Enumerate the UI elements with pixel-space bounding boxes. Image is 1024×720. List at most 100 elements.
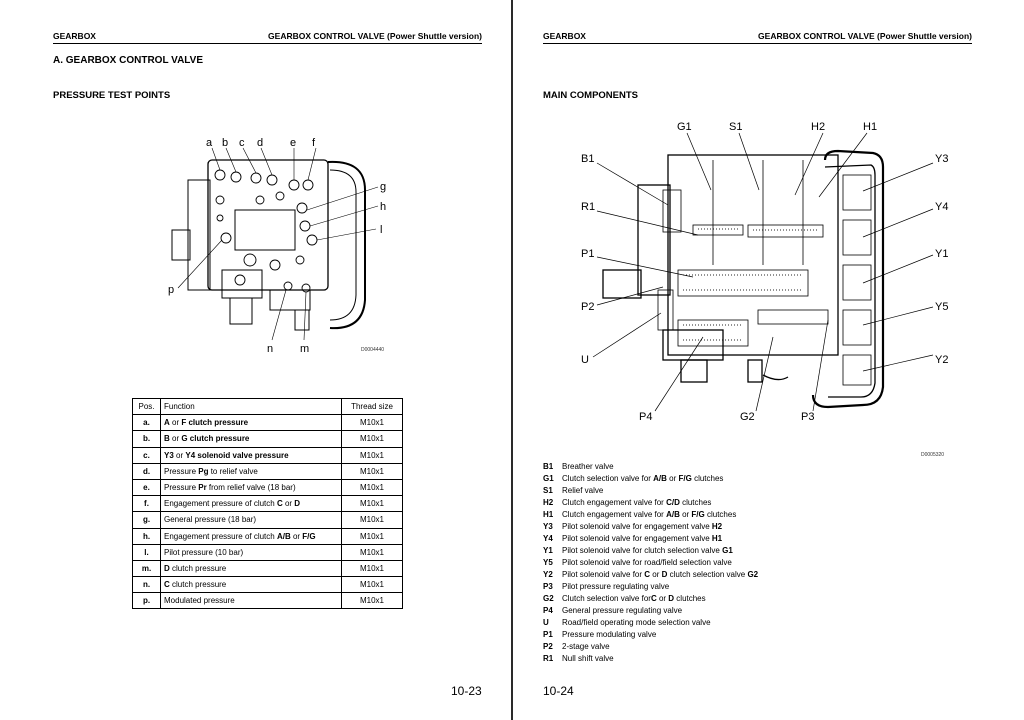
- text-run: Clutch selection valve for: [562, 594, 651, 603]
- text-run: Pg: [198, 466, 209, 476]
- text-run: Pilot solenoid valve for road/field sele…: [562, 558, 732, 567]
- figure-label: g: [380, 181, 386, 193]
- cell-pos: g.: [132, 511, 161, 529]
- figure-label: l: [380, 224, 382, 236]
- cell-function: D clutch pressure: [160, 559, 342, 578]
- cell-thread: M10x1: [341, 527, 403, 545]
- section-title: A. GEARBOX CONTROL VALVE: [53, 55, 204, 66]
- text-run: Pilot pressure regulating valve: [562, 582, 670, 591]
- cell-pos: m.: [132, 559, 161, 578]
- figure-label: Y4: [935, 201, 948, 213]
- cell-function: General pressure (18 bar): [160, 511, 342, 529]
- component-code: P3: [543, 582, 553, 591]
- component-description: General pressure regulating valve: [562, 605, 682, 617]
- text-run: General pressure (18 bar): [164, 515, 257, 525]
- component-description: Pilot solenoid valve for clutch selectio…: [562, 545, 733, 557]
- text-run: or: [656, 594, 669, 603]
- figure-label: d: [257, 137, 263, 149]
- text-run: Pr: [198, 483, 207, 493]
- figure-label: H1: [863, 121, 877, 133]
- figure-code: D0005320: [921, 452, 945, 458]
- text-run: A/B: [653, 474, 667, 483]
- text-run: Pilot solenoid valve for engagement valv…: [562, 534, 712, 543]
- header-rule: [53, 43, 482, 44]
- figure-label: S1: [729, 121, 742, 133]
- component-code: Y4: [543, 534, 553, 543]
- text-run: C: [644, 570, 651, 579]
- table-row: l.Pilot pressure (10 bar)M10x1: [132, 543, 403, 561]
- cell-pos: c.: [132, 446, 161, 464]
- text-run: Engagement pressure of clutch: [164, 499, 277, 509]
- figure-label: P4: [639, 411, 652, 423]
- column-header-function: Function: [160, 397, 342, 416]
- component-description: Clutch selection valve for A/B or F/G cl…: [562, 473, 723, 485]
- figure-label: B1: [581, 153, 594, 165]
- text-run: Pressure: [164, 466, 199, 476]
- text-run: F/G: [302, 531, 316, 541]
- cell-pos: p.: [132, 592, 161, 610]
- header-rule: [543, 43, 972, 44]
- text-run: or: [169, 434, 182, 444]
- cell-thread: M10x1: [341, 592, 403, 610]
- component-code: Y3: [543, 522, 553, 531]
- running-header-left: GEARBOX: [543, 31, 586, 41]
- text-run: or: [173, 450, 186, 460]
- component-description: Clutch selection valve forC or D clutche…: [562, 593, 706, 605]
- text-run: Modulated pressure: [164, 596, 235, 606]
- text-run: or: [282, 499, 295, 509]
- text-run: or: [679, 510, 692, 519]
- component-code: U: [543, 618, 549, 627]
- figure-label: G2: [740, 411, 755, 423]
- text-run: or: [290, 531, 303, 541]
- component-description: Clutch engagement valve for A/B or F/G c…: [562, 509, 736, 521]
- text-run: Pilot solenoid valve for: [562, 570, 645, 579]
- cell-thread: M10x1: [341, 543, 403, 561]
- figure-label: R1: [581, 201, 595, 213]
- component-description: Pilot solenoid valve for road/field sele…: [562, 557, 732, 569]
- text-run: clutches: [679, 498, 712, 507]
- figure-label: e: [290, 137, 296, 149]
- left-page: GEARBOX GEARBOX CONTROL VALVE (Power Shu…: [53, 31, 482, 698]
- component-description: Pilot solenoid valve for C or D clutch s…: [562, 569, 758, 581]
- cell-thread: M10x1: [341, 414, 403, 432]
- figure-label: Y5: [935, 301, 948, 313]
- text-run: D: [668, 594, 675, 603]
- text-run: Y4: [185, 450, 196, 460]
- text-run: F/G: [691, 510, 705, 519]
- cell-pos: d.: [132, 462, 161, 480]
- text-run: Clutch selection valve for: [562, 474, 654, 483]
- column-header-pos: Pos.: [132, 397, 161, 416]
- cell-function: C clutch pressure: [160, 576, 342, 594]
- text-run: G2: [747, 570, 759, 579]
- figure-label: Y1: [935, 248, 948, 260]
- cell-pos: n.: [132, 576, 161, 594]
- cell-pos: h.: [132, 527, 161, 545]
- text-run: solenoid valve pressure: [195, 450, 289, 460]
- component-description: Relief valve: [562, 485, 603, 497]
- text-run: clutch pressure: [187, 434, 250, 444]
- cell-function: Engagement pressure of clutch C or D: [160, 495, 342, 513]
- cell-function: Pressure Pg to relief valve: [160, 462, 342, 480]
- cell-pos: e.: [132, 478, 161, 497]
- text-run: Pressure modulating valve: [562, 630, 657, 639]
- cell-pos: a.: [132, 414, 161, 432]
- running-header-right: GEARBOX CONTROL VALVE (Power Shuttle ver…: [268, 31, 482, 41]
- text-run: H2: [711, 522, 723, 531]
- text-run: G1: [722, 546, 733, 555]
- cell-pos: l.: [132, 543, 161, 561]
- component-code: B1: [543, 462, 554, 471]
- column-header-thread: Thread size: [341, 397, 403, 416]
- cell-function: Y3 or Y4 solenoid valve pressure: [160, 446, 342, 464]
- table-row: g.General pressure (18 bar)M10x1: [132, 511, 403, 529]
- text-run: F/G: [678, 474, 692, 483]
